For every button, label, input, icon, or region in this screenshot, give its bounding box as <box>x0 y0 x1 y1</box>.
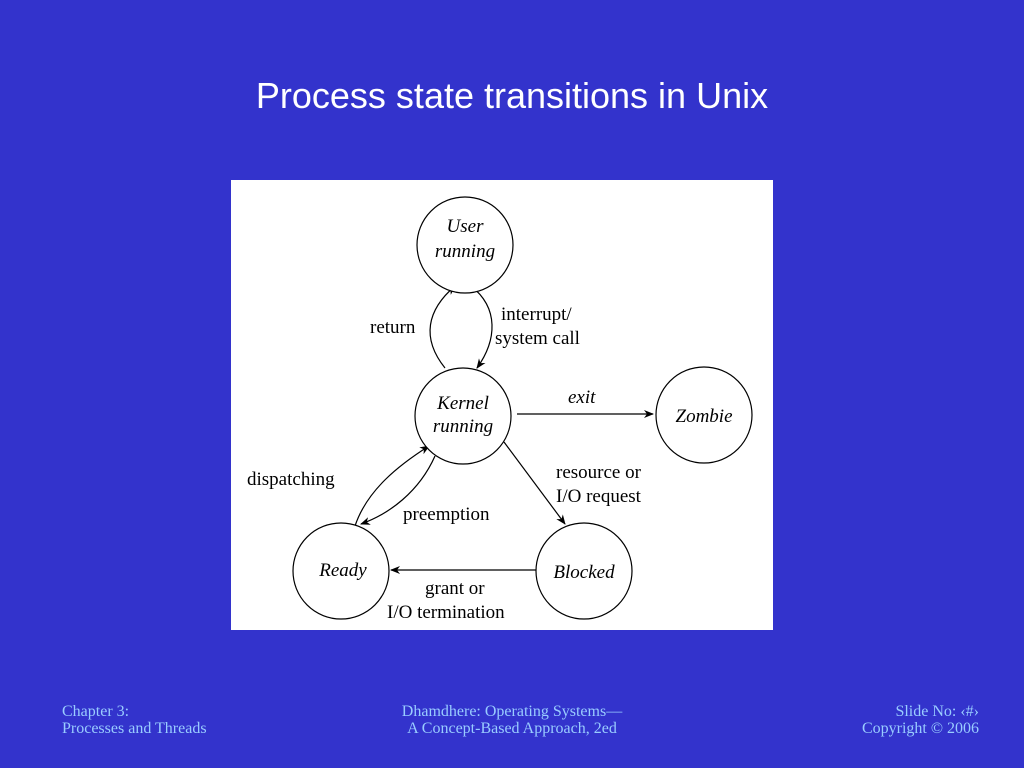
edge-label-preemption: preemption <box>403 504 490 525</box>
node-blocked: Blocked <box>535 522 633 620</box>
edge-preemption <box>360 455 436 525</box>
node-kernel-running-line2: running <box>433 416 493 437</box>
edge-interrupt <box>470 285 493 369</box>
slide-title: Process state transitions in Unix <box>255 75 769 116</box>
edge-label-return: return <box>370 317 416 338</box>
node-user-running-line2: running <box>435 241 495 262</box>
footer-chapter-line2: Processes and Threads <box>62 720 207 737</box>
footer-copyright: Copyright © 2006 <box>861 720 979 737</box>
node-blocked-line1: Blocked <box>553 562 615 583</box>
footer-chapter-line1: Chapter 3: <box>62 703 130 720</box>
edge-label-dispatching: dispatching <box>247 469 335 490</box>
node-user-running-line1: User <box>447 216 485 237</box>
node-zombie-line1: Zombie <box>676 406 733 427</box>
footer-book: Dhamdhere: Operating Systems— A Concept-… <box>312 703 712 737</box>
edge-label-grant-line2: I/O termination <box>387 602 505 623</box>
state-diagram: User running Kernel running Zombie Ready… <box>247 196 753 623</box>
node-kernel-running-line1: Kernel <box>436 393 489 414</box>
footer-book-line2: A Concept-Based Approach, 2ed <box>407 720 617 737</box>
node-zombie: Zombie <box>655 366 753 464</box>
edge-label-resource-line1: resource or <box>556 462 642 483</box>
edge-label-exit: exit <box>568 387 596 408</box>
state-diagram-panel: User running Kernel running Zombie Ready… <box>231 180 773 630</box>
node-user-running: User running <box>416 196 514 294</box>
edge-dispatching <box>354 445 430 527</box>
footer-slide-info: Slide No: ‹#› Copyright © 2006 <box>862 703 979 737</box>
footer-chapter: Chapter 3: Processes and Threads <box>62 703 207 737</box>
edge-label-resource-line2: I/O request <box>556 486 642 507</box>
edge-label-grant-line1: grant or <box>425 578 485 599</box>
edge-resource <box>503 441 566 525</box>
node-ready-line1: Ready <box>318 560 367 581</box>
footer-slide-number: Slide No: ‹#› <box>895 703 979 720</box>
footer-book-line1: Dhamdhere: Operating Systems— <box>401 703 623 720</box>
edge-return <box>429 285 456 369</box>
edge-label-interrupt-line2: system call <box>495 328 580 349</box>
node-kernel-running: Kernel running <box>414 367 512 465</box>
node-ready: Ready <box>292 522 390 620</box>
edge-label-interrupt-line1: interrupt/ <box>501 304 572 325</box>
